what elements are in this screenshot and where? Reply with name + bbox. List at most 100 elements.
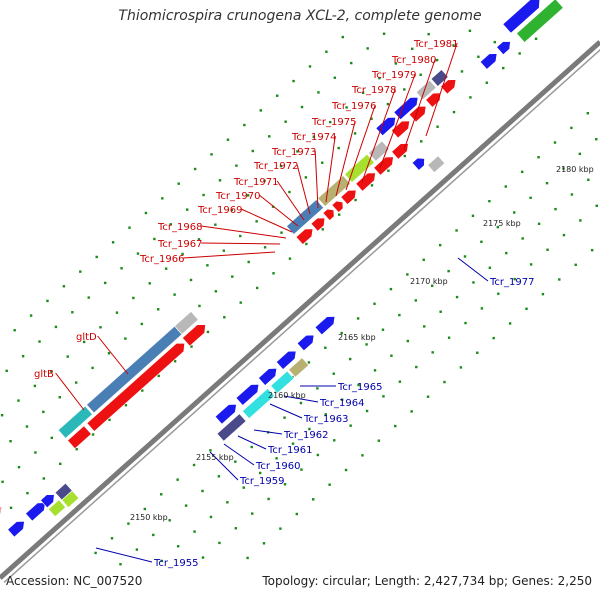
tick-dot: [504, 185, 507, 188]
tick-dot: [279, 527, 282, 530]
tick-dot: [292, 79, 295, 83]
gene-arrow: [258, 368, 278, 386]
tick-dot: [284, 120, 287, 123]
gene-arrow: [391, 143, 409, 160]
tick-dot: [157, 308, 160, 311]
tick-dot: [218, 179, 222, 182]
tick-dot: [332, 372, 335, 375]
tick-dot: [91, 433, 95, 436]
tick-dot: [231, 275, 234, 278]
gene-arrow: [174, 311, 199, 335]
gene-arrow: [235, 384, 260, 406]
tick-dot: [356, 317, 360, 320]
tick-dot: [247, 260, 250, 264]
tick-dot: [312, 135, 316, 138]
tick-dot: [308, 65, 312, 68]
gene-feature: [411, 157, 425, 171]
leader-line: [258, 194, 299, 227]
gene-feature: [61, 490, 80, 508]
gene-arrow: [86, 342, 185, 432]
tick-dot: [148, 282, 151, 285]
tick-dot: [349, 424, 352, 427]
tick-dot: [124, 337, 127, 340]
tick-dot: [373, 369, 377, 372]
gene-arrow: [288, 357, 310, 378]
gene-feature: [340, 189, 357, 205]
kbp-label: 2155 kbp: [196, 453, 234, 462]
tick-dot: [74, 381, 78, 384]
gene-feature: [288, 357, 310, 378]
tick-dot: [79, 270, 82, 273]
gene-arrow: [496, 41, 511, 56]
tick-dot: [181, 252, 184, 256]
gene-label: gltD: [76, 332, 97, 343]
gene-arrow: [425, 92, 442, 108]
tick-dot: [447, 336, 451, 339]
tick-dot: [295, 512, 299, 516]
tick-dot: [291, 442, 295, 445]
leader-line: [361, 88, 396, 183]
tick-dot: [341, 35, 345, 39]
tick-dot: [464, 321, 467, 325]
gene-label: Tcr_1981: [413, 39, 458, 50]
tick-dot: [108, 418, 111, 422]
tick-dot: [529, 196, 532, 200]
gene-arrow: [390, 120, 410, 139]
tick-dot: [480, 240, 483, 244]
leader-line: [183, 251, 276, 259]
gene-feature: [275, 350, 297, 370]
gene-feature: [391, 143, 409, 160]
gene-feature: [0, 506, 3, 520]
tick-dot: [283, 416, 286, 419]
leader-line: [201, 225, 287, 239]
tick-dot: [58, 396, 61, 399]
tick-dot: [153, 237, 156, 241]
tick-dot: [537, 222, 541, 226]
tick-dot: [411, 47, 414, 51]
tick-dot: [239, 234, 242, 238]
tick-dot: [366, 47, 369, 50]
tick-dot: [579, 219, 582, 222]
gene-label: Tcr_1962: [283, 430, 328, 441]
tick-dot: [410, 410, 413, 413]
tick-dot: [169, 223, 172, 226]
tick-dot: [345, 106, 348, 109]
tick-dot: [110, 537, 114, 540]
gene-arrow: [340, 189, 357, 205]
tick-dot: [394, 62, 398, 65]
tick-dot: [333, 76, 337, 79]
leader-line: [283, 395, 319, 403]
kbp-label: 2150 kbp: [130, 513, 168, 522]
tick-dot: [209, 449, 212, 452]
tick-dot: [296, 150, 299, 153]
gene-arrow: [40, 494, 55, 509]
tick-dot: [173, 293, 176, 296]
gene-label: Tcr_1976: [331, 101, 376, 112]
gene-feature: [425, 92, 442, 108]
tick-dot: [340, 331, 343, 335]
tick-dot: [476, 351, 479, 354]
tick-dot: [554, 207, 557, 211]
tick-dot: [529, 263, 533, 266]
tick-dot: [235, 164, 238, 167]
gene-feature: [241, 387, 275, 419]
tick-dot: [521, 237, 524, 240]
backbone-inner-line: [3, 49, 600, 584]
tick-dot: [316, 387, 319, 390]
tick-dot: [263, 179, 266, 182]
leader-line: [95, 547, 153, 563]
tick-dot: [370, 117, 373, 120]
tick-dot: [546, 248, 549, 251]
tick-dot: [192, 463, 196, 467]
gene-arrow: [427, 155, 446, 173]
tick-dot: [595, 138, 598, 141]
tick-dot: [82, 340, 86, 344]
tick-dot: [234, 527, 238, 530]
tick-dot: [103, 281, 107, 285]
leader-line: [457, 257, 489, 282]
leader-line: [269, 403, 303, 419]
tick-dot: [222, 249, 226, 252]
gene-feature: [427, 155, 446, 173]
tick-dot: [59, 462, 62, 466]
gene-arrow: [61, 490, 80, 508]
